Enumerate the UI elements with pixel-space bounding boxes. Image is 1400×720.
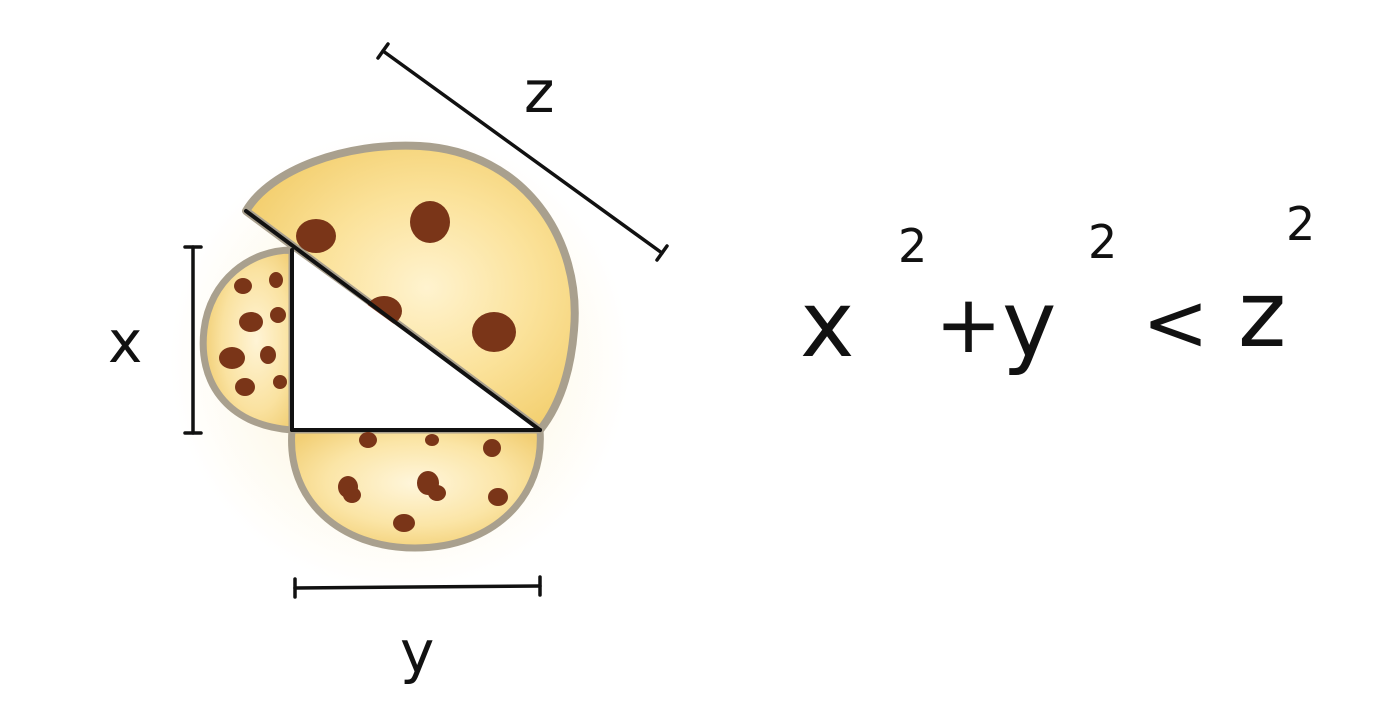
equation-term-y: y: [1002, 271, 1056, 378]
measure-bar-y: [293, 575, 542, 599]
chocolate-chip: [270, 307, 286, 323]
chocolate-chip: [269, 272, 283, 288]
chocolate-chip: [393, 514, 415, 532]
chocolate-chip: [239, 312, 263, 332]
equation-exponent-x: 2: [898, 219, 927, 273]
equation-term-x: x: [800, 271, 854, 378]
chocolate-chip: [410, 201, 450, 243]
chocolate-chip: [219, 347, 245, 369]
inequality-equation: x 2 + y 2 < z 2: [800, 197, 1315, 378]
small-cookie: [199, 246, 296, 434]
equation-exponent-z: 2: [1286, 197, 1315, 251]
label-y: y: [400, 618, 434, 686]
chocolate-chip: [425, 434, 439, 446]
chocolate-chip: [273, 375, 287, 389]
label-z: z: [524, 58, 554, 126]
chocolate-chip: [296, 219, 336, 253]
chocolate-chip: [428, 485, 446, 501]
triangle-hypotenuse-z: [244, 209, 542, 432]
equation-term-z: z: [1238, 261, 1286, 368]
chocolate-chip: [260, 346, 276, 364]
large-cookie: [242, 141, 579, 434]
chocolate-chip: [359, 432, 377, 448]
label-x: x: [108, 308, 142, 376]
large-cookie-body: [242, 141, 579, 434]
chocolate-chip: [235, 378, 255, 396]
measure-bar-z: [376, 42, 669, 262]
chocolate-chip: [483, 439, 501, 457]
chocolate-chip: [472, 312, 516, 352]
medium-cookie-body: [288, 426, 544, 552]
equation-exponent-y: 2: [1088, 215, 1117, 269]
equation-plus: +: [935, 278, 1002, 371]
chocolate-chip: [234, 278, 252, 294]
medium-cookie: [288, 426, 544, 552]
chocolate-chip: [488, 488, 508, 506]
measure-bar-x: [183, 245, 203, 435]
small-cookie-body: [199, 246, 296, 434]
equation-less-than: <: [1142, 276, 1209, 369]
chocolate-chip: [343, 487, 361, 503]
